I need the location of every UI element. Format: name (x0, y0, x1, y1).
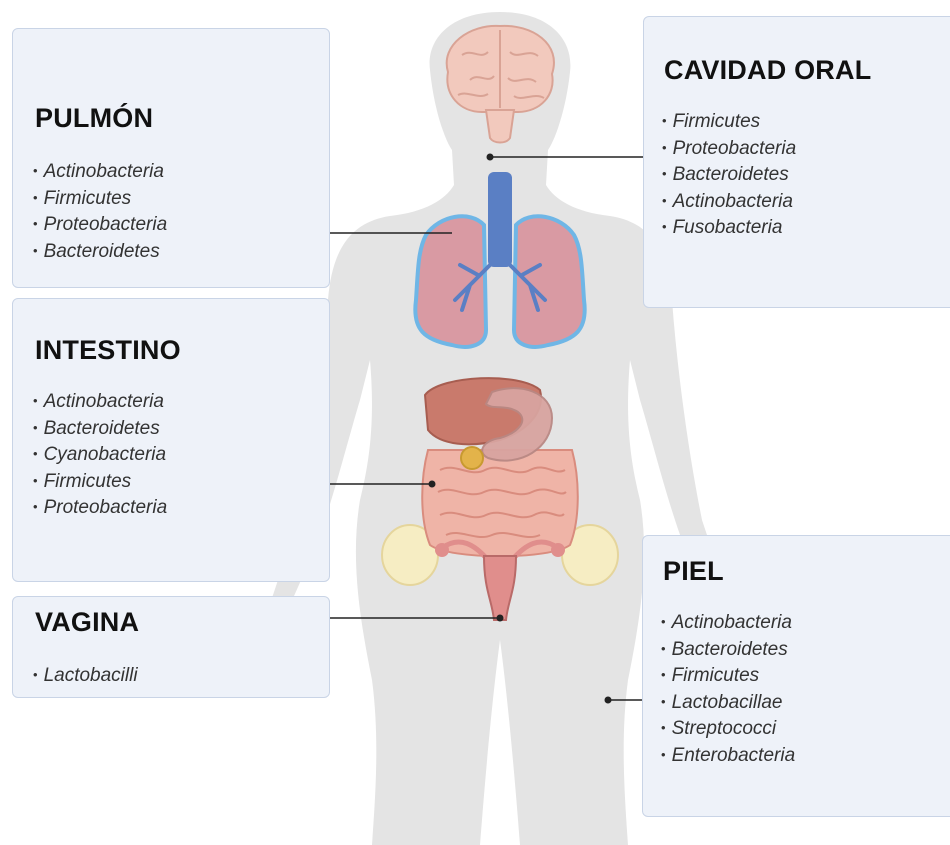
list-item: Streptococci (661, 716, 795, 743)
list-item: Bacteroidetes (662, 162, 796, 189)
intestino-title: INTESTINO (35, 335, 181, 366)
piel-list: Actinobacteria Bacteroidetes Firmicutes … (661, 610, 795, 769)
list-item: Proteobacteria (33, 495, 167, 522)
list-item: Firmicutes (661, 663, 795, 690)
list-item: Firmicutes (33, 186, 167, 213)
list-item: Firmicutes (662, 109, 796, 136)
list-item: Lactobacillae (661, 690, 795, 717)
list-item: Firmicutes (33, 469, 167, 496)
list-item: Actinobacteria (662, 189, 796, 216)
piel-title: PIEL (663, 556, 724, 587)
list-item: Actinobacteria (33, 389, 167, 416)
list-item: Proteobacteria (662, 136, 796, 163)
vagina-box: VAGINA Lactobacilli (12, 596, 330, 698)
list-item: Lactobacilli (33, 663, 138, 690)
list-item: Proteobacteria (33, 212, 167, 239)
pulmon-title: PULMÓN (35, 103, 153, 134)
vagina-list: Lactobacilli (33, 663, 138, 690)
cavidad-oral-list: Firmicutes Proteobacteria Bacteroidetes … (662, 109, 796, 242)
piel-box: PIEL Actinobacteria Bacteroidetes Firmic… (642, 535, 950, 817)
cavidad-oral-box: CAVIDAD ORAL Firmicutes Proteobacteria B… (643, 16, 950, 308)
intestino-list: Actinobacteria Bacteroidetes Cyanobacter… (33, 389, 167, 522)
list-item: Bacteroidetes (661, 637, 795, 664)
cavidad-oral-title: CAVIDAD ORAL (664, 55, 871, 86)
intestino-box: INTESTINO Actinobacteria Bacteroidetes C… (12, 298, 330, 582)
vagina-title: VAGINA (35, 607, 139, 638)
list-item: Cyanobacteria (33, 442, 167, 469)
list-item: Bacteroidetes (33, 239, 167, 266)
pulmon-list: Actinobacteria Firmicutes Proteobacteria… (33, 159, 167, 265)
pulmon-box: PULMÓN Actinobacteria Firmicutes Proteob… (12, 28, 330, 288)
list-item: Enterobacteria (661, 743, 795, 770)
list-item: Fusobacteria (662, 215, 796, 242)
list-item: Actinobacteria (33, 159, 167, 186)
list-item: Bacteroidetes (33, 416, 167, 443)
list-item: Actinobacteria (661, 610, 795, 637)
